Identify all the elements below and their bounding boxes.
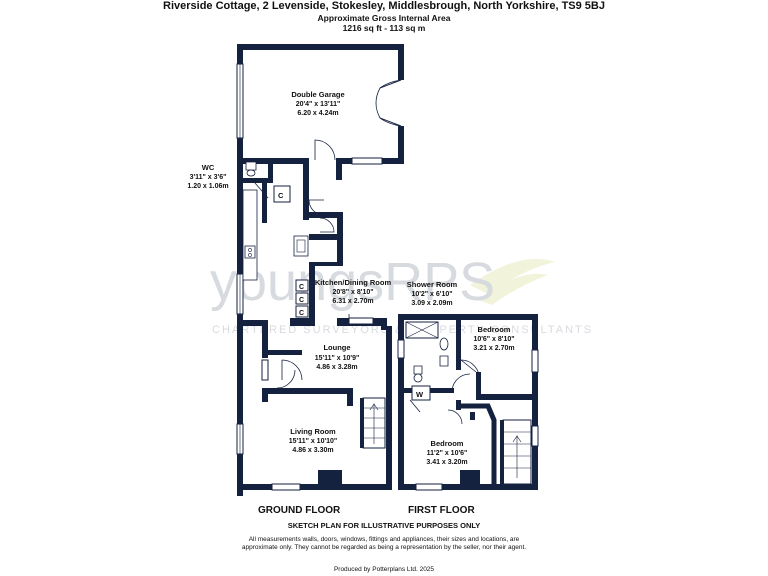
shower-imperial: 10'2" x 6'10" (411, 291, 452, 298)
lounge-name: Lounge (323, 343, 350, 352)
cupboard-marker-2: C (299, 297, 304, 304)
lounge-wall-top (237, 320, 263, 326)
bedroom1-window (531, 349, 539, 373)
shower-metric: 3.09 x 2.09m (411, 300, 452, 307)
garage-metric: 6.20 x 4.24m (297, 110, 338, 117)
living-window-bottom (271, 483, 301, 491)
first-floor-wall-bottom (398, 484, 538, 490)
first-floor-wall-left (398, 314, 404, 490)
wardrobe-marker: W (416, 390, 424, 399)
lounge-door-icon (281, 359, 303, 381)
basin-icon (439, 355, 449, 367)
ground-floor-plan: C C C C (236, 44, 404, 496)
fireplace (318, 470, 342, 486)
living-imperial: 15'11" x 10'10" (289, 438, 338, 445)
shower-toilet-icon (413, 365, 423, 375)
first-floor-wall-top (398, 314, 538, 320)
living-metric: 4.86 x 3.30m (292, 447, 333, 454)
cupboard-marker-1: C (299, 284, 304, 291)
garage-door-icon (379, 79, 402, 127)
wc-metric: 1.20 x 1.06m (187, 183, 228, 190)
kitchen-imperial: 20'8" x 8'10" (332, 289, 373, 296)
kitchen-wall-left-upper (237, 218, 243, 274)
wc-name: WC (202, 163, 215, 172)
garage-imperial: 20'4" x 13'11" (296, 101, 341, 108)
disclaimer: All measurements walls, doors, windows, … (241, 536, 527, 551)
watermark: youngsRPS CHARTERED SURVEYORS & PROPERTY… (210, 252, 591, 336)
first-floor-plan: W (397, 314, 539, 491)
house-wall-left (237, 320, 243, 424)
garage-wall-right-upper (398, 44, 404, 80)
bedroom2-metric: 3.41 x 3.20m (426, 459, 467, 466)
first-floor-wall-right (532, 314, 538, 490)
watermark-brand: youngsRPS (210, 252, 495, 312)
wc-toilet-icon (245, 161, 257, 171)
bedroom1-metric: 3.21 x 2.70m (473, 345, 514, 352)
room-labels: Double Garage 20'4" x 13'11" 6.20 x 4.24… (187, 90, 514, 466)
cupboard-marker: C (278, 191, 284, 200)
first-floor-label: FIRST FLOOR (408, 505, 475, 516)
house-wall-right (386, 326, 392, 490)
bedroom2-imperial: 11'2" x 10'6" (427, 450, 468, 457)
kitchen-worktop (242, 189, 258, 281)
wc-imperial: 3'11" x 3'6" (190, 174, 227, 181)
area-label: Approximate Gross Internal Area (317, 13, 451, 23)
bedroom2-name: Bedroom (431, 439, 464, 448)
shower-name: Shower Room (407, 280, 458, 289)
garage-wall-top (237, 44, 404, 50)
produced-by: Produced by Potterplans Ltd. 2025 (333, 566, 435, 573)
kitchen-hob-icon (244, 245, 256, 259)
area-value: 1216 sq ft - 113 sq m (342, 23, 426, 33)
lounge-imperial: 15'11" x 10'9" (315, 355, 360, 362)
garage-wall-right-lower (398, 126, 404, 164)
garage-wall-left (237, 44, 243, 64)
living-name: Living Room (290, 427, 336, 436)
wardrobe (411, 385, 431, 401)
property-address: Riverside Cottage, 2 Levenside, Stokesle… (163, 0, 605, 12)
garage-name: Double Garage (291, 90, 344, 99)
ground-floor-label: GROUND FLOOR (258, 505, 341, 516)
bedroom1-name: Bedroom (478, 325, 511, 334)
house-wall-bottom (237, 484, 392, 490)
watermark-swoosh-icon (470, 258, 555, 295)
kitchen-name: Kitchen/Dining Room (315, 278, 392, 287)
sketch-note: SKETCH PLAN FOR ILLUSTRATIVE PURPOSES ON… (287, 521, 481, 530)
kitchen-sink-icon (296, 239, 306, 253)
bedroom2-window (415, 483, 443, 491)
cupboard-marker-3: C (299, 310, 304, 317)
lounge-metric: 4.86 x 3.28m (316, 364, 357, 371)
kitchen-metric: 6.31 x 2.70m (332, 298, 373, 305)
bedroom1-imperial: 10'6" x 8'10" (473, 336, 514, 343)
